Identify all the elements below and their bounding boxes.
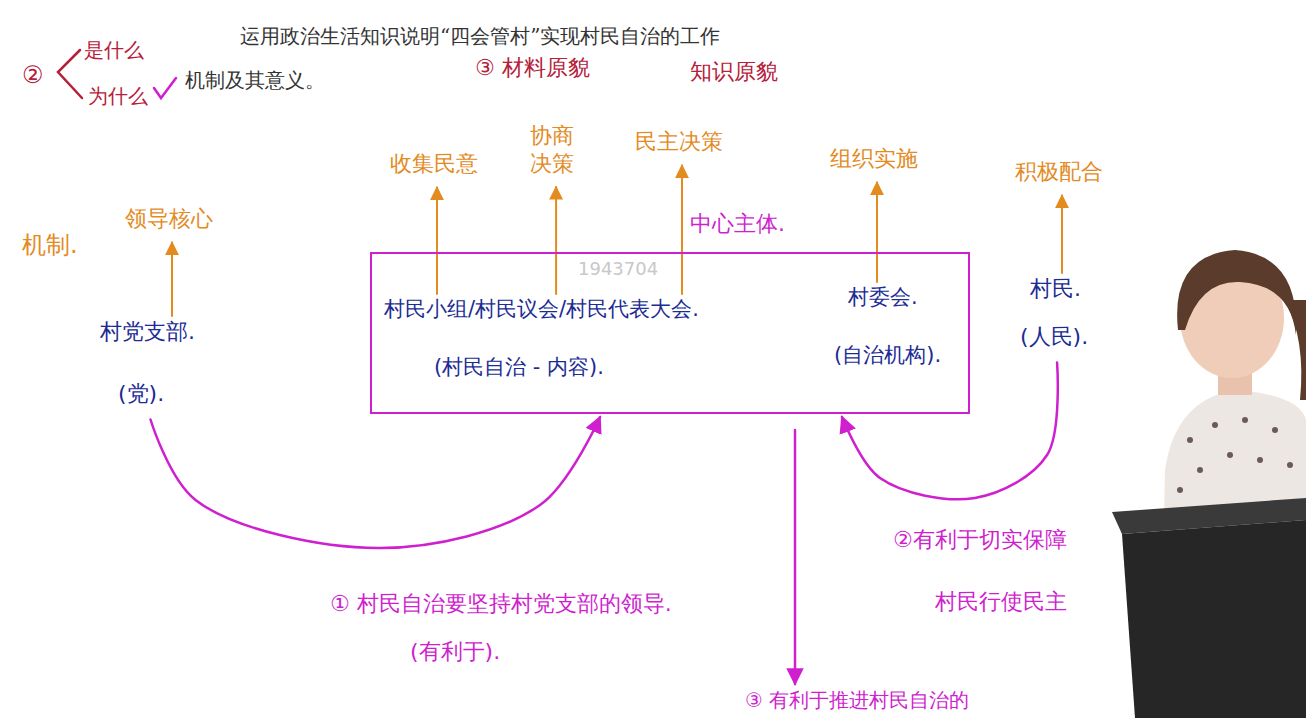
node-text: 村党支部.	[100, 318, 195, 346]
villager-node: 村民. (人民).	[1020, 275, 1094, 357]
role-text: 组织实施	[830, 145, 918, 173]
conclusion-note: ②有利于切实保障	[893, 526, 1067, 554]
node-text: 村民.	[1030, 275, 1081, 303]
bracket	[58, 50, 82, 98]
connector-arrow	[1061, 196, 1063, 274]
center-box: 中心主体.村民小组/村民议会/村民代表大会.(村民自治 - 内容).村委会.(自…	[370, 252, 970, 414]
handwritten-note: 知识原貌	[690, 58, 778, 86]
connector-arrow	[171, 243, 173, 317]
connector-arrow	[151, 417, 601, 548]
party-node: 村党支部. (党).	[100, 318, 201, 414]
connector-arrow	[681, 166, 683, 295]
node-note: (村民自治 - 内容).	[434, 354, 604, 380]
role-label: 积极配合	[1015, 158, 1109, 192]
role-label: 领导核心	[125, 205, 219, 239]
handwritten-note: 是什么	[84, 38, 144, 63]
watermark: 1943704	[578, 258, 658, 281]
content-group: 村民小组/村民议会/村民代表大会. (村民自治 - 内容).	[384, 296, 705, 386]
role-label: 收集民意	[390, 150, 484, 184]
node-text: ③ 有利于推进村民自治的	[745, 688, 969, 713]
podium	[1112, 498, 1306, 718]
handwritten-note: 为什么	[88, 84, 148, 109]
node-note: (党).	[118, 380, 164, 408]
connector-arrow	[842, 363, 1058, 500]
meaning-node: ③ 有利于推进村民自治的	[745, 688, 975, 718]
handwritten-note: 机制.	[22, 230, 78, 260]
role-text: 积极配合	[1015, 158, 1103, 186]
connector-arrow	[794, 430, 797, 684]
connector-arrow	[436, 188, 438, 295]
role-label: 协商 决策	[530, 122, 582, 183]
node-text: 村民小组/村民议会/村民代表大会.	[384, 296, 699, 322]
question-title: 运用政治生活知识说明“四会管村”实现村民自治的工作机制及其意义。	[185, 14, 733, 102]
node-note: (自治机构).	[834, 342, 941, 368]
role-label: 民主决策	[635, 128, 729, 162]
check-mark	[154, 78, 176, 98]
node-note: (人民).	[1020, 323, 1088, 351]
node-text: 村委会.	[848, 284, 918, 310]
handwritten-note: ③ 材料原貌	[475, 54, 590, 82]
committee-group: 村委会. (自治机构).	[834, 284, 947, 374]
connector-arrow	[876, 183, 878, 283]
callout-number: ②	[22, 60, 44, 90]
connector-arrow	[555, 187, 557, 294]
box-heading: 中心主体.	[690, 210, 785, 238]
conclusion-note: ① 村民自治要坚持村党支部的领导.	[330, 590, 672, 618]
conclusion-note: (有利于).	[410, 638, 500, 666]
role-text: 民主决策	[635, 128, 723, 156]
role-text: 收集民意	[390, 150, 478, 178]
role-label: 组织实施	[830, 145, 924, 179]
conclusion-note: 村民行使民主	[935, 588, 1067, 616]
role-text: 协商 决策	[530, 122, 576, 177]
role-text: 领导核心	[125, 205, 213, 233]
